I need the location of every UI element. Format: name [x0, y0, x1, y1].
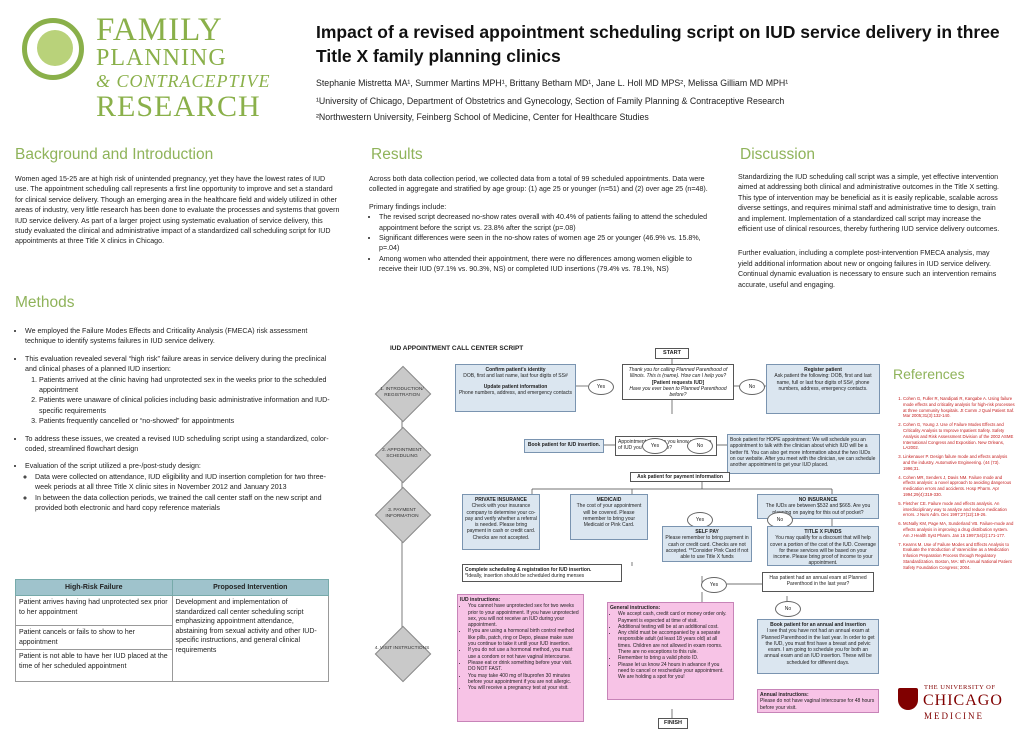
reference-item: Kearns M. Use of Failure Modes and Effec…: [903, 542, 1015, 571]
uchicago-line-1: THE UNIVERSITY OF: [924, 684, 996, 691]
methods-subitem: Patients were unaware of clinical polici…: [39, 395, 340, 416]
results-heading: Results: [371, 146, 423, 163]
book-hope-box: Book patient for HOPE appointment: We wi…: [727, 434, 880, 474]
results-item: Significant differences were seen in the…: [379, 233, 709, 254]
complete-scheduling-box: Complete scheduling & registration for I…: [462, 564, 622, 582]
register-patient-box: Register patient Ask patient the followi…: [766, 364, 880, 414]
methods-bullet: Evaluation of the script utilized a pre-…: [25, 461, 340, 513]
table-cell: Patient is not able to have her IUD plac…: [15, 649, 173, 682]
yes-oval: Yes: [642, 438, 668, 454]
logo-ring: [22, 18, 84, 80]
logo-line-3: & CONTRACEPTIVE: [96, 71, 271, 91]
table-header: Proposed Intervention: [171, 579, 329, 596]
flowchart: IUD APPOINTMENT CALL CENTER SCRIPT START…: [362, 344, 887, 730]
table-header: High-Risk Failure: [15, 579, 173, 596]
no-oval: No: [687, 438, 713, 454]
no-oval: No: [739, 379, 765, 395]
methods-bullet: This evaluation revealed several “high r…: [25, 354, 340, 427]
discussion-heading: Discussion: [740, 146, 815, 163]
discussion-body: Standardizing the IUD scheduling call sc…: [738, 172, 1006, 290]
methods-body: We employed the Failure Modes Effects an…: [15, 326, 340, 514]
reference-item: Linkenauer P. Design failure mode and ef…: [903, 454, 1015, 471]
references-list: Cohen G, Fuller R, Nandipati R, Kangabe …: [893, 396, 1015, 574]
results-intro: Across both data collection period, we c…: [369, 175, 708, 194]
authors: Stephanie Mistretta MA¹, Summer Martins …: [316, 78, 789, 88]
results-findings-label: Primary findings include:: [369, 202, 447, 211]
book-insertion-box: Book patient for IUD insertion.: [524, 439, 604, 453]
methods-subitem: Patients frequently cancelled or “no-sho…: [39, 416, 340, 426]
step-1-label: 1. INTRODUCTION/ REGISTRATION: [380, 387, 424, 398]
general-instructions-box: General instructions: We accept cash, cr…: [607, 602, 734, 700]
medicaid-box: MEDICAID The cost of your appointment wi…: [570, 494, 648, 540]
step-4-label: 4. VISIT INSTRUCTIONS: [374, 646, 430, 651]
flowchart-title: IUD APPOINTMENT CALL CENTER SCRIPT: [390, 345, 524, 352]
poster-title: Impact of a revised appointment scheduli…: [316, 22, 1000, 66]
step-3-label: 3. PAYMENT INFORMATION: [385, 508, 419, 519]
annual-insertion-box: Book patient for an annual and insertion…: [757, 619, 879, 674]
reference-item: Cohen G, Young J. Use of Failure Modes E…: [903, 422, 1015, 451]
private-insurance-box: PRIVATE INSURANCE Check with your insura…: [462, 494, 540, 550]
no-oval: No: [775, 601, 801, 617]
step-2-label: 2. APPOINTMENT SCHEDULING: [382, 448, 422, 459]
table-cell: Patient cancels or fails to show to her …: [15, 625, 173, 650]
logo-line-2: PLANNING: [96, 45, 227, 71]
discussion-p1: Standardizing the IUD scheduling call sc…: [738, 173, 1000, 234]
greeting-box: Thank you for calling Planned Parenthood…: [622, 364, 734, 400]
background-heading: Background and Introduction: [15, 146, 214, 163]
confirm-identity-box: Confirm patient's identity DOB, first an…: [455, 364, 576, 412]
annual-instructions-box: Annual instructions: Please do not have …: [757, 689, 879, 713]
discussion-p2: Further evaluation, including a complete…: [738, 249, 997, 289]
results-body: Across both data collection period, we c…: [369, 174, 709, 275]
table-cell: Development and implementation of standa…: [171, 595, 329, 682]
methods-heading: Methods: [15, 294, 75, 311]
yes-oval: Yes: [588, 379, 614, 395]
background-text: Women aged 15-25 are at high risk of uni…: [15, 175, 340, 246]
results-item: The revised script decreased no-show rat…: [379, 212, 709, 233]
results-item: Among women who attended their appointme…: [379, 254, 709, 275]
iud-instructions-box: IUD instructions: You cannot have unprot…: [457, 594, 584, 722]
methods-subitem: In between the data collection periods, …: [35, 493, 340, 514]
methods-subitem: Patients arrived at the clinic having ha…: [39, 375, 340, 396]
ask-payment-box: Ask patient for payment information: [630, 472, 730, 482]
annual-exam-question-box: Has patient had an annual exam at Planne…: [762, 572, 874, 592]
finish-node: FINISH: [658, 718, 688, 729]
reference-item: Fletcher CE. Failure mode and effects an…: [903, 501, 1015, 518]
reference-item: McNally KM, Page MA, Sunderland VB. Fail…: [903, 521, 1015, 538]
reference-item: Cohen MR, Senders J, Davis NM. Failure m…: [903, 475, 1015, 498]
table-cell: Patient arrives having had unprotected s…: [15, 595, 173, 626]
logo-line-1: FAMILY: [96, 12, 223, 48]
logo-line-4: RESEARCH: [96, 90, 261, 123]
affiliation-2: ²Northwestern University, Feinberg Schoo…: [316, 112, 649, 122]
references-heading: References: [893, 366, 965, 382]
failure-table: High-Risk Failure Proposed Intervention …: [15, 579, 329, 682]
title-x-box: TITLE X FUNDS You may qualify for a disc…: [767, 526, 879, 566]
methods-bullet: We employed the Failure Modes Effects an…: [25, 326, 340, 347]
uchicago-shield-icon: [898, 688, 918, 710]
logo-mark: [37, 30, 73, 66]
methods-bullet: To address these issues, we created a re…: [25, 434, 340, 455]
start-node: START: [655, 348, 689, 359]
yes-oval: Yes: [701, 577, 727, 593]
affiliation-1: ¹University of Chicago, Department of Ob…: [316, 96, 785, 106]
methods-subitem: Data were collected on attendance, IUD e…: [35, 472, 340, 493]
uchicago-line-2: CHICAGO: [923, 692, 1003, 709]
uchicago-line-3: MEDICINE: [924, 711, 984, 721]
reference-item: Cohen G, Fuller R, Nandipati R, Kangabe …: [903, 396, 1015, 419]
self-pay-box: SELF PAY Please remember to bring paymen…: [662, 526, 752, 562]
